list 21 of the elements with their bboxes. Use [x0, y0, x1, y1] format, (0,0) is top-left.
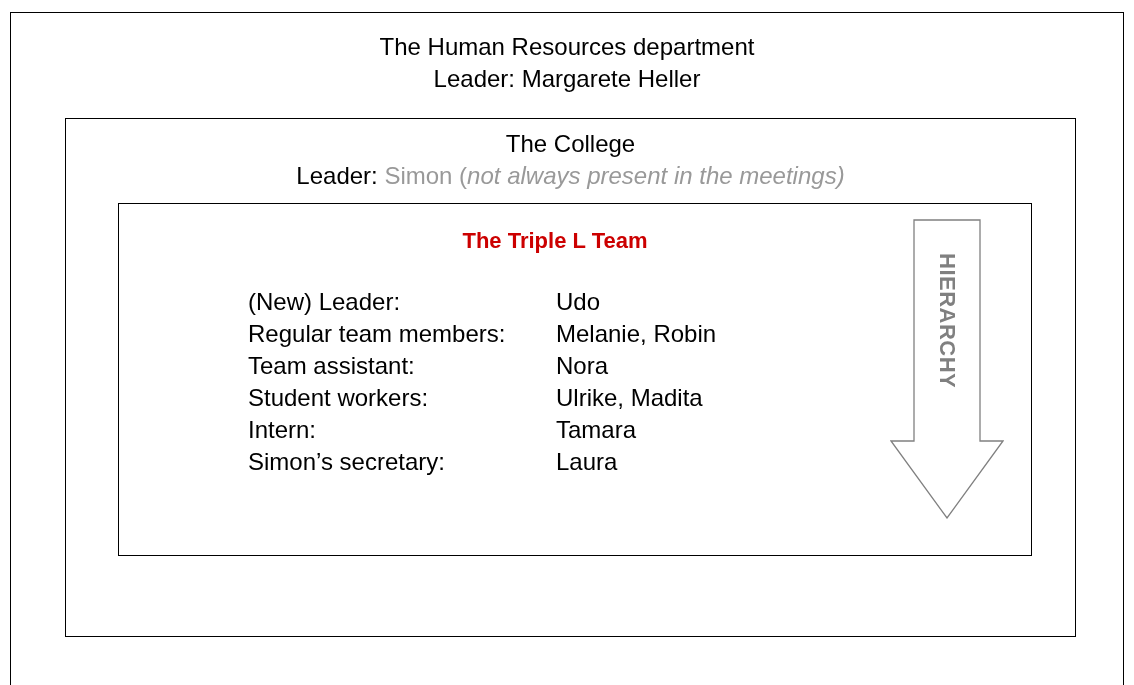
college-title: The College	[505, 129, 636, 159]
member-names: Udo	[556, 287, 602, 317]
role-label: Team assistant:	[248, 351, 416, 381]
team-box	[118, 203, 1032, 556]
member-names: Melanie, Robin	[556, 319, 717, 349]
role-label: (New) Leader:	[248, 287, 402, 317]
department-box	[10, 12, 1124, 685]
team-title: The Triple L Team	[462, 227, 648, 255]
member-names: Nora	[556, 351, 610, 381]
leader-text: Leader: Margarete Heller	[433, 64, 701, 94]
college-box	[65, 118, 1076, 637]
department-title: The Human Resources department	[379, 32, 755, 62]
arrow-label: HIERARCHY	[934, 253, 961, 389]
member-names: Tamara	[556, 415, 638, 445]
role-label: Student workers:	[248, 383, 430, 413]
role-label: Simon’s secretary:	[248, 447, 446, 477]
role-label: Intern:	[248, 415, 318, 445]
member-names: Laura	[556, 447, 619, 477]
role-label: Regular team members:	[248, 319, 507, 349]
leader-text: Leader: Simon (not always present in the meetings)	[296, 161, 845, 191]
member-names: Ulrike, Madita	[556, 383, 704, 413]
